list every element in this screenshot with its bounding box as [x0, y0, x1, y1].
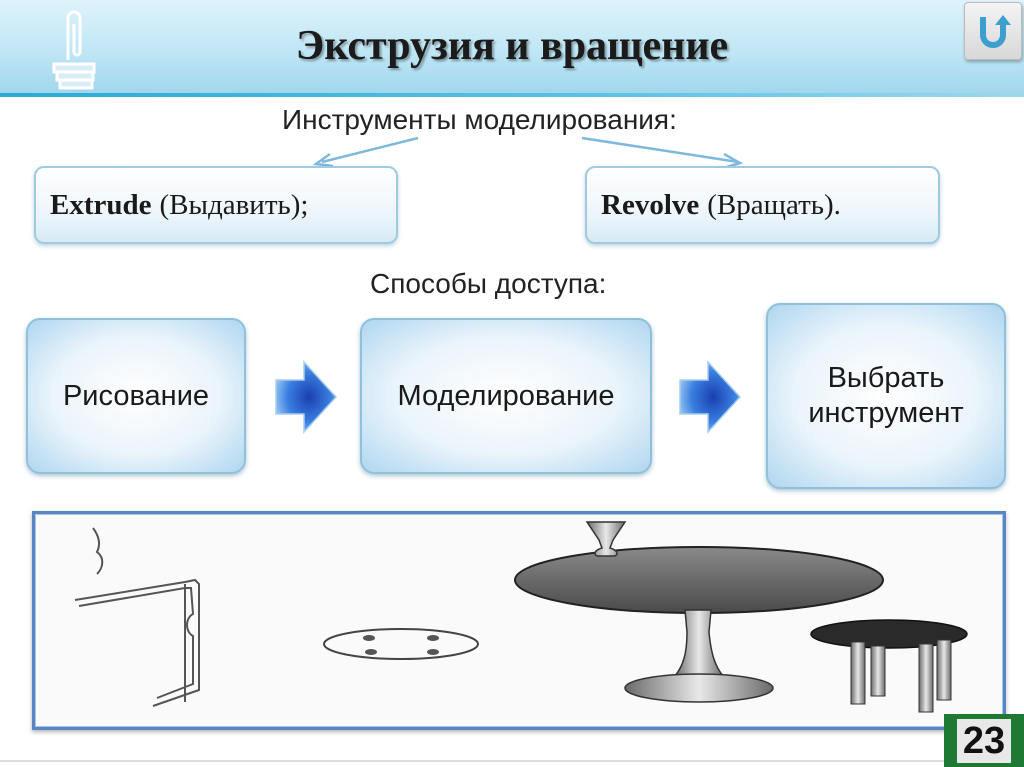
blue-right-arrow-icon: [275, 360, 338, 434]
back-button[interactable]: [964, 2, 1022, 60]
bottom-divider: [0, 760, 944, 762]
return-arrow-icon: [980, 15, 1011, 48]
revolve-name: Revolve: [601, 188, 700, 221]
paperclip-book-logo-icon: [52, 10, 96, 90]
page-number-badge: 23: [944, 714, 1024, 767]
access-heading: Способы доступа:: [370, 268, 607, 299]
extrude-desc: (Выдавить);: [159, 188, 309, 221]
header-bar: [0, 0, 1024, 95]
step-choose-tool-label: Выбрать инструмент: [808, 362, 964, 429]
revolve-box: Revolve (Вращать).: [585, 166, 940, 244]
pointer-arrows: [312, 136, 744, 170]
blue-right-arrow-icon: [679, 360, 742, 434]
extrude-box: Extrude (Выдавить);: [34, 166, 398, 244]
extrude-name: Extrude: [50, 188, 152, 221]
page-number: 23: [956, 718, 1012, 763]
step-drawing-label: Рисование: [62, 379, 210, 412]
step-modeling-label: Моделирование: [397, 379, 615, 412]
illustration-panel: [32, 511, 1006, 730]
revolve-desc: (Вращать).: [707, 188, 841, 221]
header-stripe: [0, 93, 1024, 97]
page-title: Экструзия и вращение: [295, 23, 729, 69]
step-modeling: Моделирование: [360, 318, 652, 474]
step-choose-tool: Выбрать инструмент: [766, 303, 1006, 489]
tools-heading: Инструменты моделирования:: [282, 104, 677, 135]
table-modeling-illustration: [74, 521, 968, 713]
step-drawing: Рисование: [26, 318, 246, 474]
